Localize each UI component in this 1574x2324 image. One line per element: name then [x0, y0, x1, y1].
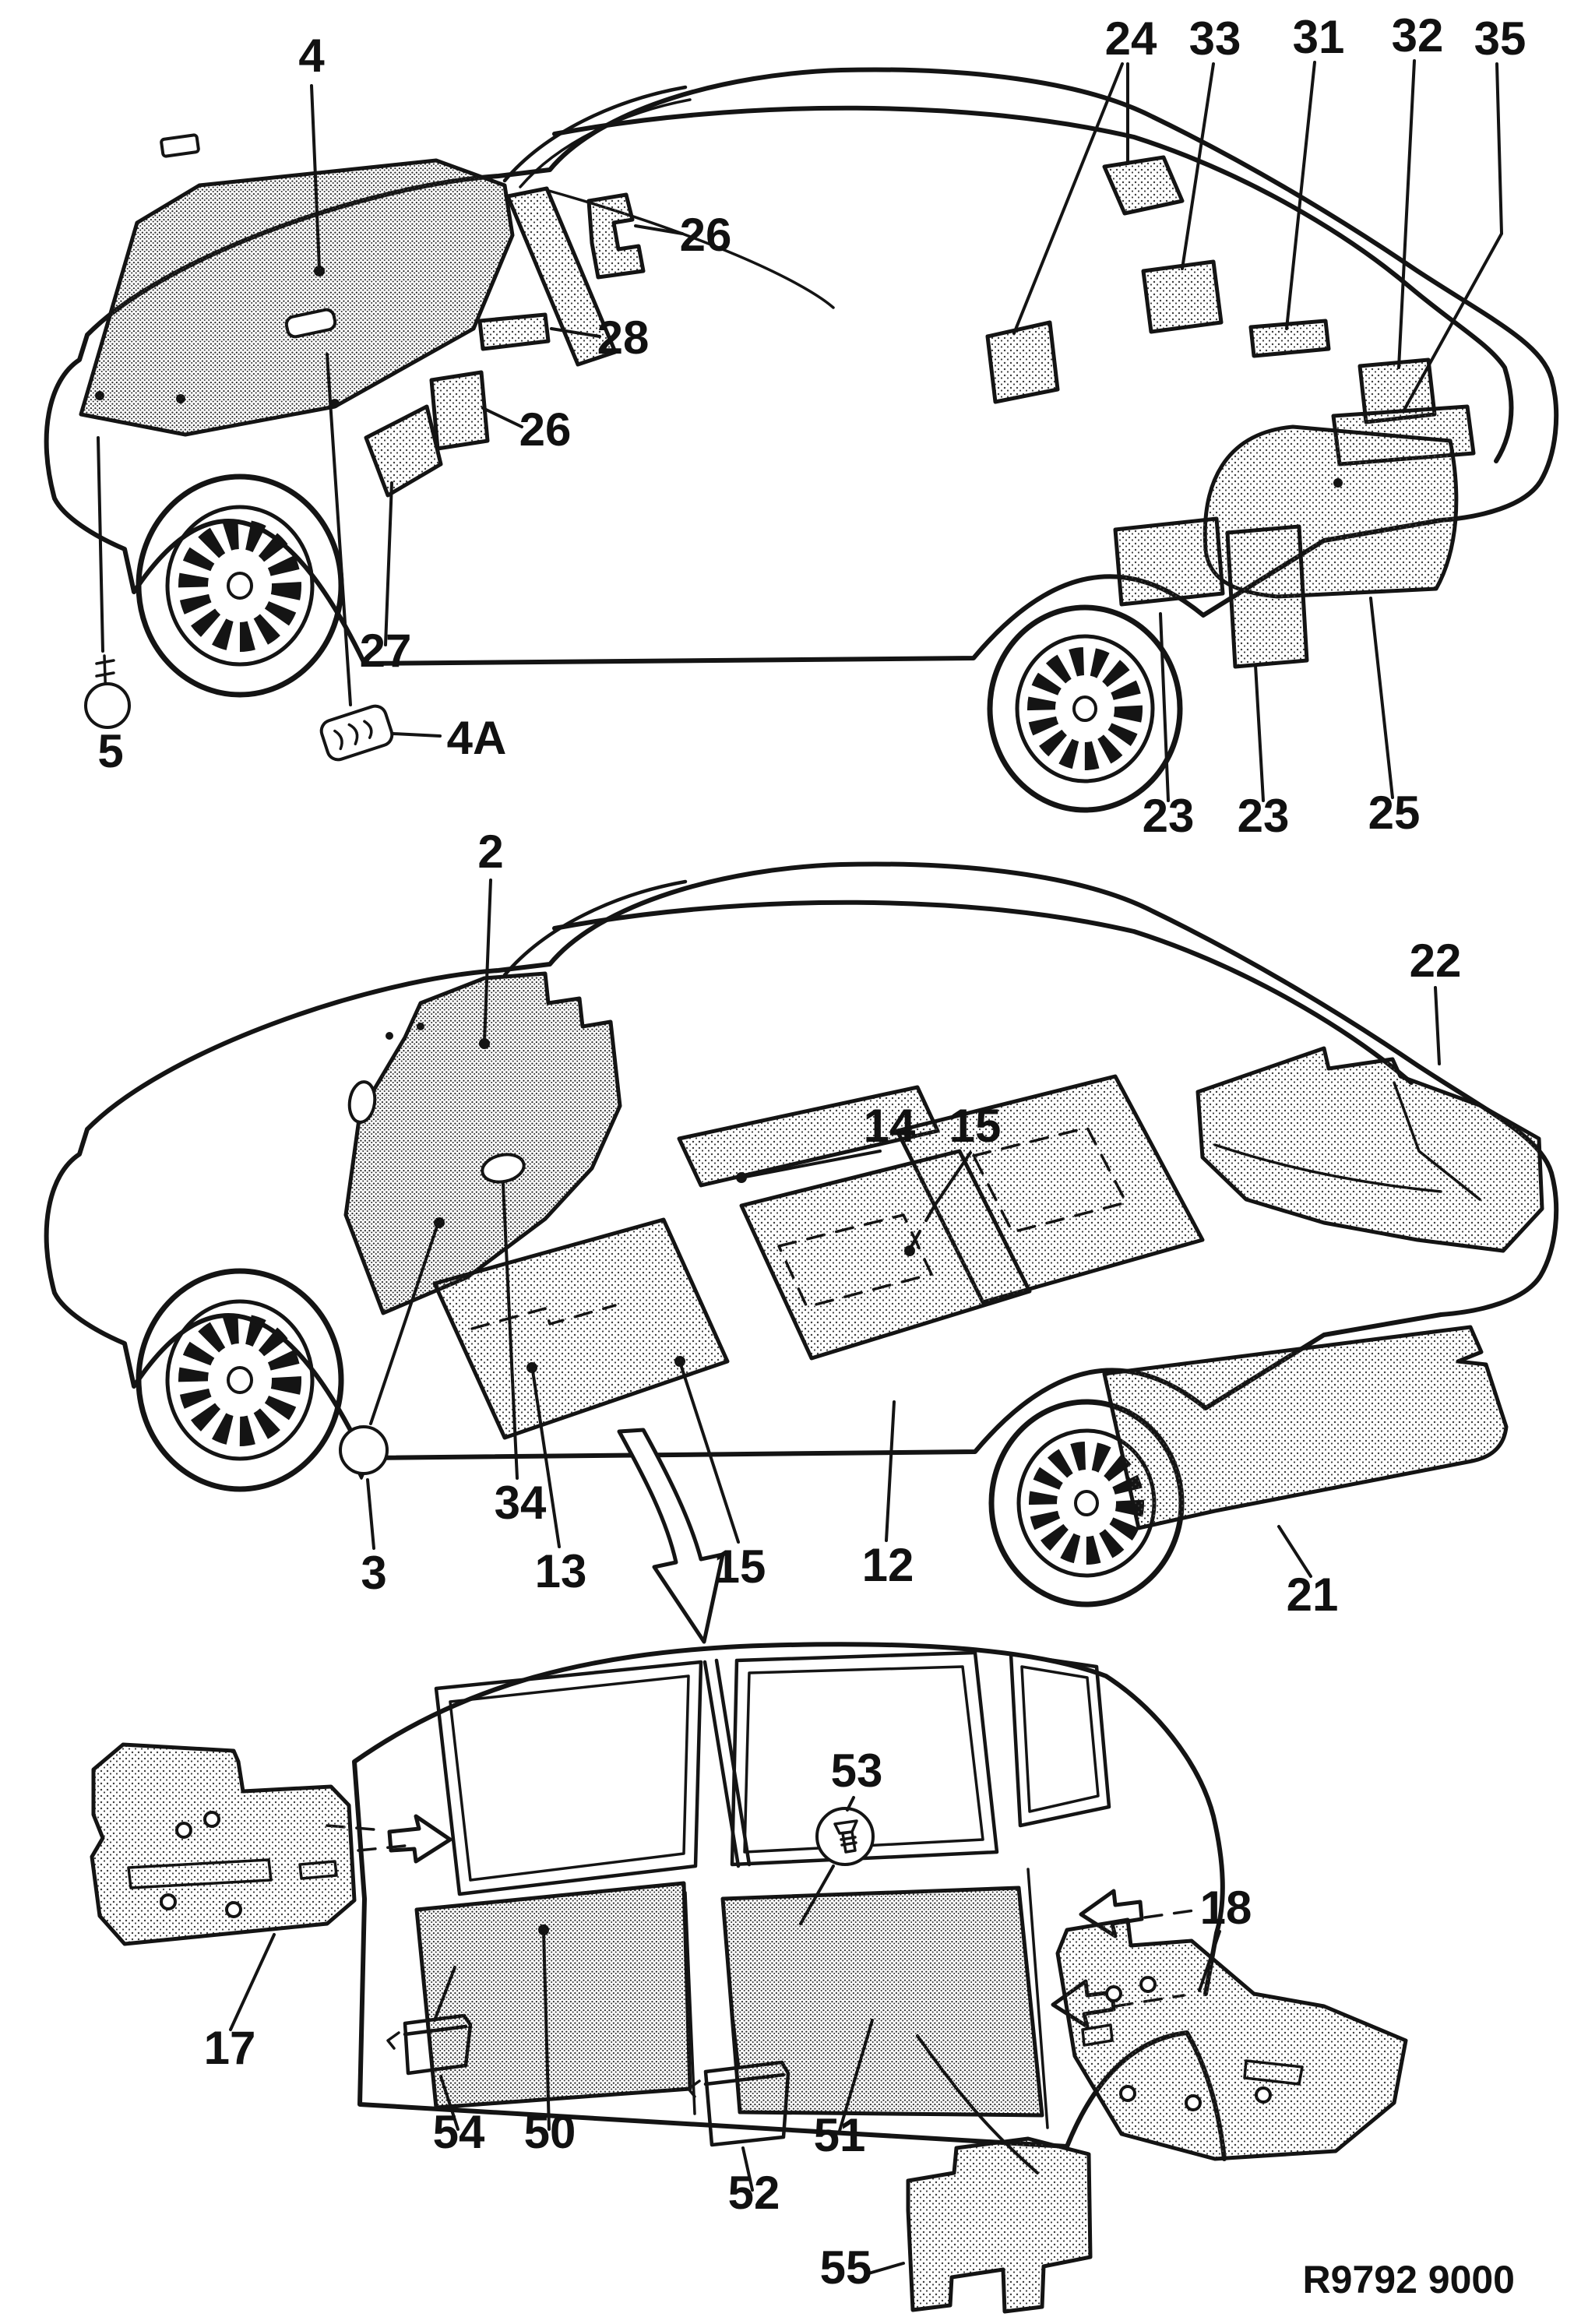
roof-pad-24 [1102, 155, 1185, 216]
wheelhouse-pad-right-23 [1225, 524, 1309, 669]
hood-pad-tab [160, 133, 200, 158]
front-wheel [136, 474, 344, 698]
part-label: 2 [477, 826, 503, 878]
rear-door-pad-51 [720, 1886, 1044, 2118]
roof-near-edge [552, 105, 1514, 463]
cowl-clip-upper [586, 192, 646, 280]
quarter-window [1009, 1652, 1111, 1828]
part-label: 22 [1410, 935, 1462, 987]
part-label: 18 [1200, 1882, 1252, 1934]
part-label: 50 [524, 2106, 576, 2158]
part-label: 23 [1143, 790, 1195, 842]
screw-3 [339, 1425, 389, 1480]
part-label: 31 [1293, 11, 1345, 63]
sill-end-pad-55 [906, 2136, 1093, 2314]
cowl-shade-strip [505, 186, 618, 367]
front-mat-right-detail [777, 1213, 933, 1308]
rear-door-window [730, 1650, 999, 1867]
part-label: 35 [1474, 12, 1526, 65]
door-clip-53 [815, 1807, 875, 1866]
cowl-bar-pad [477, 312, 551, 351]
part-label: 54 [433, 2106, 485, 2158]
roof-bar-pad-31 [1248, 319, 1331, 358]
screw-5 [84, 654, 131, 729]
part-label: 5 [97, 725, 123, 777]
part-label: 21 [1287, 1569, 1339, 1621]
part-label: 51 [814, 2109, 866, 2161]
cowl-clip-lower [429, 370, 490, 451]
drawing-code: R9792 9000 [1303, 2258, 1515, 2301]
part-label: 55 [820, 2241, 872, 2294]
top-view: 4 26 28 26 24 33 31 32 35 27 5 4A 23 23 … [44, 9, 1559, 842]
part-label: 26 [680, 209, 732, 261]
part-label: 34 [495, 1477, 547, 1529]
firewall-insulation-2 [343, 971, 622, 1315]
part-label: 52 [728, 2167, 780, 2219]
part-label: 12 [862, 1539, 914, 1591]
part-label: 15 [949, 1100, 1002, 1152]
see-below-arrow [617, 1428, 725, 1644]
a-pillar-line [502, 85, 688, 183]
front-door-insulation-17 [90, 1742, 357, 1946]
part-label: 32 [1392, 9, 1444, 62]
part-label: 25 [1368, 787, 1421, 839]
part-label: 28 [597, 312, 650, 364]
rear-quarter-pad-21 [1102, 1325, 1509, 1530]
clip-plate-4A [319, 704, 394, 762]
windshield-pad-24 [985, 320, 1060, 404]
rear-wheel [987, 604, 1183, 813]
part-label: 53 [831, 1745, 883, 1797]
front-door-bracket-54 [386, 2013, 473, 2076]
part-label: 26 [519, 403, 572, 456]
part-label: 23 [1238, 790, 1290, 842]
roof-near-edge [552, 900, 1414, 1085]
firewall-oval-hole [347, 1080, 377, 1124]
roof-pad-33 [1141, 259, 1224, 334]
part-label: 17 [204, 2022, 256, 2074]
cowl-side-pad [364, 404, 443, 498]
a-pillar-inner-line [519, 98, 692, 188]
hood-pad-slot [284, 308, 337, 339]
rear-door-insulation-18 [1055, 1917, 1408, 2161]
part-label: 24 [1105, 12, 1157, 65]
front-door-window [434, 1660, 703, 1896]
wheelhouse-pad-left-23 [1113, 516, 1225, 607]
part-label: 33 [1189, 12, 1241, 65]
front-door-pad-50 [414, 1881, 692, 2110]
trunk-insulation-22 [1195, 1046, 1544, 1253]
b-pillar [702, 1658, 752, 1868]
part-label: 13 [535, 1545, 587, 1597]
part-label: 3 [361, 1547, 386, 1599]
rear-door-bracket-52 [687, 2060, 791, 2147]
part-label: 4A [447, 712, 507, 764]
a-pillar-line [502, 879, 688, 977]
front-wheel [136, 1268, 344, 1492]
bottom-view: 53 18 17 54 50 52 51 55 R9792 9000 [90, 1642, 1515, 2314]
middle-view: 2 22 14 15 34 3 13 15 12 21 [44, 826, 1559, 1644]
part-label: 4 [298, 30, 325, 82]
part-label: 15 [714, 1541, 766, 1593]
part-label: 27 [360, 625, 412, 677]
insert-arrow-front [387, 1814, 452, 1864]
tunnel-grommet-hole [481, 1153, 526, 1184]
part-label: 14 [864, 1100, 916, 1152]
front-floor-mat-right-15 [739, 1149, 1032, 1361]
hood-insulation-pad [79, 158, 515, 437]
